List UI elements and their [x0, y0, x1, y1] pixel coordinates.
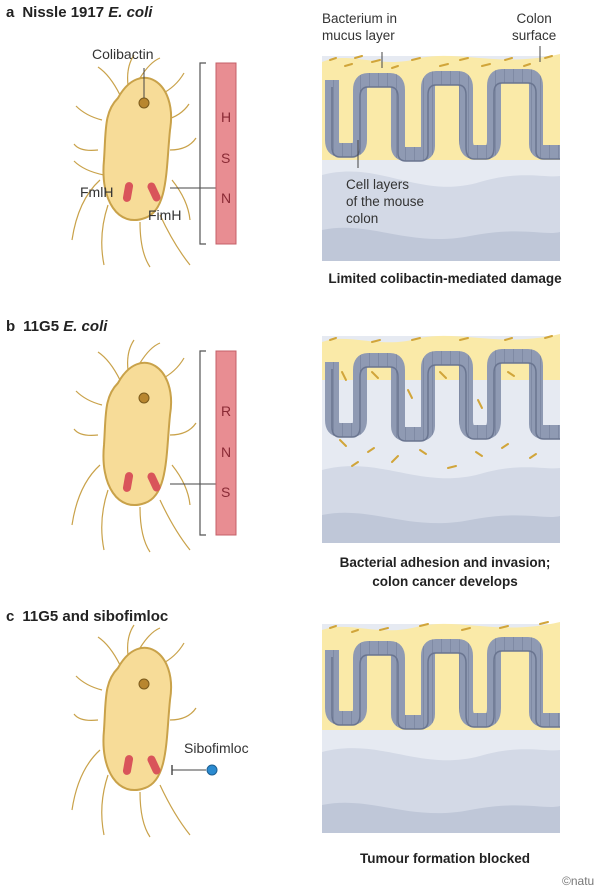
caption-line: colon cancer develops [372, 574, 518, 589]
panel-c-caption: Tumour formation blocked [300, 849, 590, 868]
panel-letter: c [6, 608, 15, 625]
panel-title-text: 11G5 and sibofimloc [22, 608, 169, 625]
annotation-line: Cell layers [346, 177, 410, 192]
bar-letter-2: N [221, 444, 232, 460]
bar-letter-3: S [221, 484, 231, 500]
annotation-line: mucus layer [322, 28, 395, 43]
panel-a-title: a Nissle 1917 E. coli [6, 4, 152, 21]
sibofimloc-label: Sibofimloc [184, 740, 249, 756]
fimh-label: FimH [148, 207, 182, 223]
panel-c-bacterium [71, 624, 218, 838]
fmlh-label: FmlH [80, 184, 114, 200]
caption-line: Bacterial adhesion and invasion; [339, 555, 551, 570]
panel-a-caption: Limited colibactin-mediated damage [300, 269, 590, 288]
panel-b-bacterium [71, 339, 216, 553]
panel-b-title: b 11G5 E. coli [6, 318, 107, 335]
caption-line: Limited colibactin-mediated damage [328, 271, 562, 286]
mucus-annotation: Bacterium in mucus layer [322, 10, 397, 44]
colibactin-label: Colibactin [92, 46, 154, 62]
panel-letter: a [6, 4, 15, 21]
credit-text: ©natu [562, 874, 595, 888]
annotation-line: Bacterium in [322, 11, 398, 26]
annotation-line: colon [346, 211, 379, 226]
surface-annotation: Colon surface [512, 10, 556, 44]
caption-line: Tumour formation blocked [359, 851, 530, 866]
panel-a-colon [322, 46, 560, 261]
panel-title-text: Nissle 1917 [22, 4, 105, 21]
panel-a-bacterium [71, 54, 216, 268]
annotation-line: of the mouse [346, 194, 425, 209]
sibofimloc-molecule [206, 764, 218, 776]
panel-c-title: c 11G5 and sibofimloc [6, 608, 168, 625]
panel-c-colon [322, 621, 560, 833]
panel-letter: b [6, 318, 16, 335]
panel-b-caption: Bacterial adhesion and invasion; colon c… [300, 553, 590, 591]
bar-letter-2: S [221, 150, 231, 166]
panel-b-bracket [199, 350, 237, 536]
bar-letter-1: H [221, 109, 232, 125]
annotation-line: Colon [516, 11, 552, 26]
panel-title-species: E. coli [63, 318, 108, 335]
cells-annotation: Cell layers of the mouse colon [346, 176, 424, 227]
panel-title-species: E. coli [108, 4, 153, 21]
panel-a-bracket [199, 62, 237, 245]
annotation-line: surface [512, 28, 557, 43]
panel-b-colon [322, 334, 560, 543]
bar-letter-3: N [221, 190, 232, 206]
bar-letter-1: R [221, 403, 232, 419]
panel-title-text: 11G5 [23, 318, 60, 335]
